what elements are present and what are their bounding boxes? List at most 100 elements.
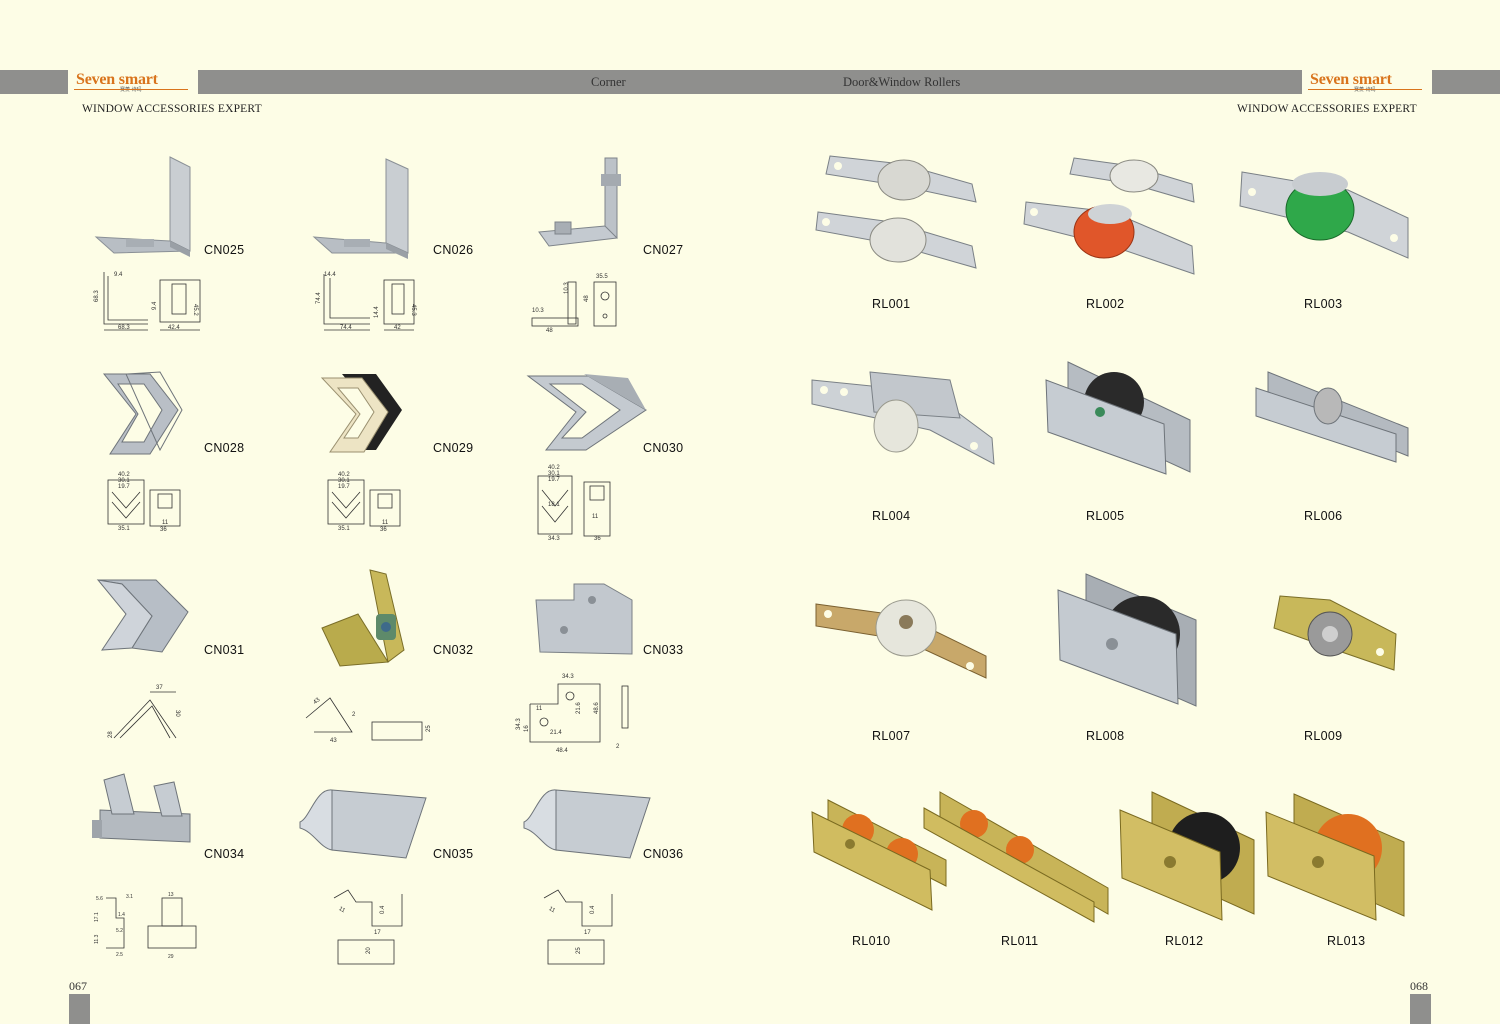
- dim-label: 42: [394, 325, 401, 331]
- product-photo-cn033: [535, 583, 633, 655]
- dim-label: 10.3: [532, 308, 544, 314]
- dim-label: 30.1: [548, 471, 560, 477]
- product-code-rl006: RL006: [1304, 509, 1343, 523]
- product-code-rl010: RL010: [852, 934, 891, 948]
- dim-label: 16: [524, 725, 530, 732]
- product-photo-rl001: [815, 155, 977, 269]
- product-code-rl005: RL005: [1086, 509, 1125, 523]
- dim-label: 68.3: [94, 290, 100, 302]
- dim-label: 45.2: [192, 304, 198, 316]
- product-photo-cn032: [321, 569, 405, 667]
- dim-label: 30.1: [338, 478, 350, 484]
- dim-label: 34.3: [548, 536, 560, 542]
- header-band-left-edge: [0, 70, 68, 94]
- technical-drawing-cn034: 5.6 3.1 1.4 17.1 5.2 11.3 2.5 13 29: [94, 892, 197, 960]
- product-code-cn035: CN035: [433, 847, 474, 861]
- dim-label: 20: [366, 947, 372, 954]
- technical-drawing-cn035: 11 0.4 17 20: [333, 889, 403, 965]
- dim-label: 5.2: [116, 928, 123, 934]
- dim-label: 21.6: [576, 702, 582, 714]
- product-photo-rl006: [1255, 371, 1409, 463]
- dim-label: 14.4: [374, 306, 380, 318]
- product-code-cn034: CN034: [204, 847, 245, 861]
- page-tab-left: [69, 994, 90, 1024]
- product-code-cn036: CN036: [643, 847, 684, 861]
- product-photo-cn035: [299, 789, 427, 859]
- tagline-right: WINDOW ACCESSORIES EXPERT: [1237, 103, 1417, 115]
- brand-logo-right: Seven smart 赛菱·诗玛: [1302, 70, 1432, 94]
- dim-label: 11: [338, 906, 347, 915]
- dim-label: 17.1: [94, 912, 100, 922]
- header-band: [198, 70, 1304, 94]
- dim-label: 74.4: [340, 325, 352, 331]
- product-code-cn032: CN032: [433, 643, 474, 657]
- dim-label: 29: [168, 954, 174, 960]
- dim-label: 19.7: [548, 477, 560, 483]
- product-code-rl011: RL011: [1001, 934, 1039, 948]
- dim-label: 28: [108, 731, 114, 738]
- dim-label: 74.4: [316, 292, 322, 304]
- product-photo-rl009: [1273, 595, 1397, 671]
- product-code-cn028: CN028: [204, 441, 245, 455]
- product-photo-cn025: [94, 156, 191, 257]
- dim-label: 48.6: [594, 702, 600, 714]
- product-code-rl003: RL003: [1304, 297, 1343, 311]
- dim-label: 35.1: [338, 526, 350, 532]
- dim-label: 43: [330, 738, 337, 744]
- page-number-right: 068: [1410, 979, 1428, 993]
- product-photo-rl012: [1119, 791, 1255, 921]
- dim-label: 37: [156, 685, 163, 691]
- dim-label: 48.4: [556, 748, 568, 754]
- product-code-rl001: RL001: [872, 297, 911, 311]
- page-tab-right: [1410, 994, 1431, 1024]
- technical-drawing-cn025: 9.4 68.3 68.3 9.4 42.4 45.2: [94, 272, 201, 331]
- dim-label: 34.3: [516, 718, 522, 730]
- technical-drawing-cn026: 14.4 74.4 74.4 14.4 42 45.3: [316, 272, 416, 331]
- product-photo-cn028: [102, 371, 183, 455]
- dim-label: 34.3: [562, 674, 574, 680]
- dim-label: 68.3: [118, 325, 130, 331]
- header-band-right-edge: [1432, 70, 1500, 94]
- product-code-rl012: RL012: [1165, 934, 1204, 948]
- dim-label: 0.4: [380, 905, 386, 914]
- brand-underline: [74, 89, 188, 90]
- brand-subtitle: 赛菱·诗玛: [120, 87, 142, 93]
- product-photo-cn036: [523, 789, 651, 859]
- dim-label: 40.2: [548, 465, 560, 471]
- dim-label: 1.4: [118, 912, 125, 918]
- dim-label: 30: [174, 710, 180, 717]
- brand-wordmark: Seven smart: [1310, 71, 1392, 88]
- product-code-rl007: RL007: [872, 729, 911, 743]
- product-code-cn029: CN029: [433, 441, 474, 455]
- product-code-cn030: CN030: [643, 441, 684, 455]
- brand-underline: [1308, 89, 1422, 90]
- dim-label: 11: [162, 520, 169, 526]
- product-code-rl013: RL013: [1327, 934, 1366, 948]
- dim-label: 0.4: [590, 905, 596, 914]
- dim-label: 45.3: [410, 304, 416, 316]
- product-code-rl004: RL004: [872, 509, 911, 523]
- dim-label: 25: [576, 947, 582, 954]
- product-code-cn026: CN026: [433, 243, 474, 257]
- dim-label: 40.2: [338, 472, 350, 478]
- dim-label: 11: [592, 514, 599, 520]
- dim-label: 36: [594, 536, 601, 542]
- technical-drawing-cn030: 40.2 30.1 19.7 18.1 34.3 11 36: [537, 465, 611, 542]
- dim-label: 11.3: [94, 934, 100, 944]
- product-photo-rl008: [1057, 573, 1197, 707]
- section-title-rollers: Door&Window Rollers: [843, 75, 961, 89]
- technical-drawing-cn031: 37 28 30: [108, 685, 180, 739]
- product-photo-cn034: [92, 773, 191, 843]
- product-photo-rl003: [1239, 171, 1409, 259]
- brand-logo-left: Seven smart 赛菱·诗玛: [68, 70, 198, 94]
- dim-label: 30.1: [118, 478, 130, 484]
- product-code-cn025: CN025: [204, 243, 245, 257]
- product-code-cn031: CN031: [204, 643, 245, 657]
- product-photo-cn027: [538, 157, 621, 247]
- product-code-rl009: RL009: [1304, 729, 1343, 743]
- product-photo-rl010: [811, 799, 947, 911]
- dim-label: 17: [374, 930, 381, 936]
- product-photo-rl005: [1045, 361, 1191, 475]
- dim-label: 2: [616, 744, 620, 750]
- product-photo-rl007: [815, 599, 987, 679]
